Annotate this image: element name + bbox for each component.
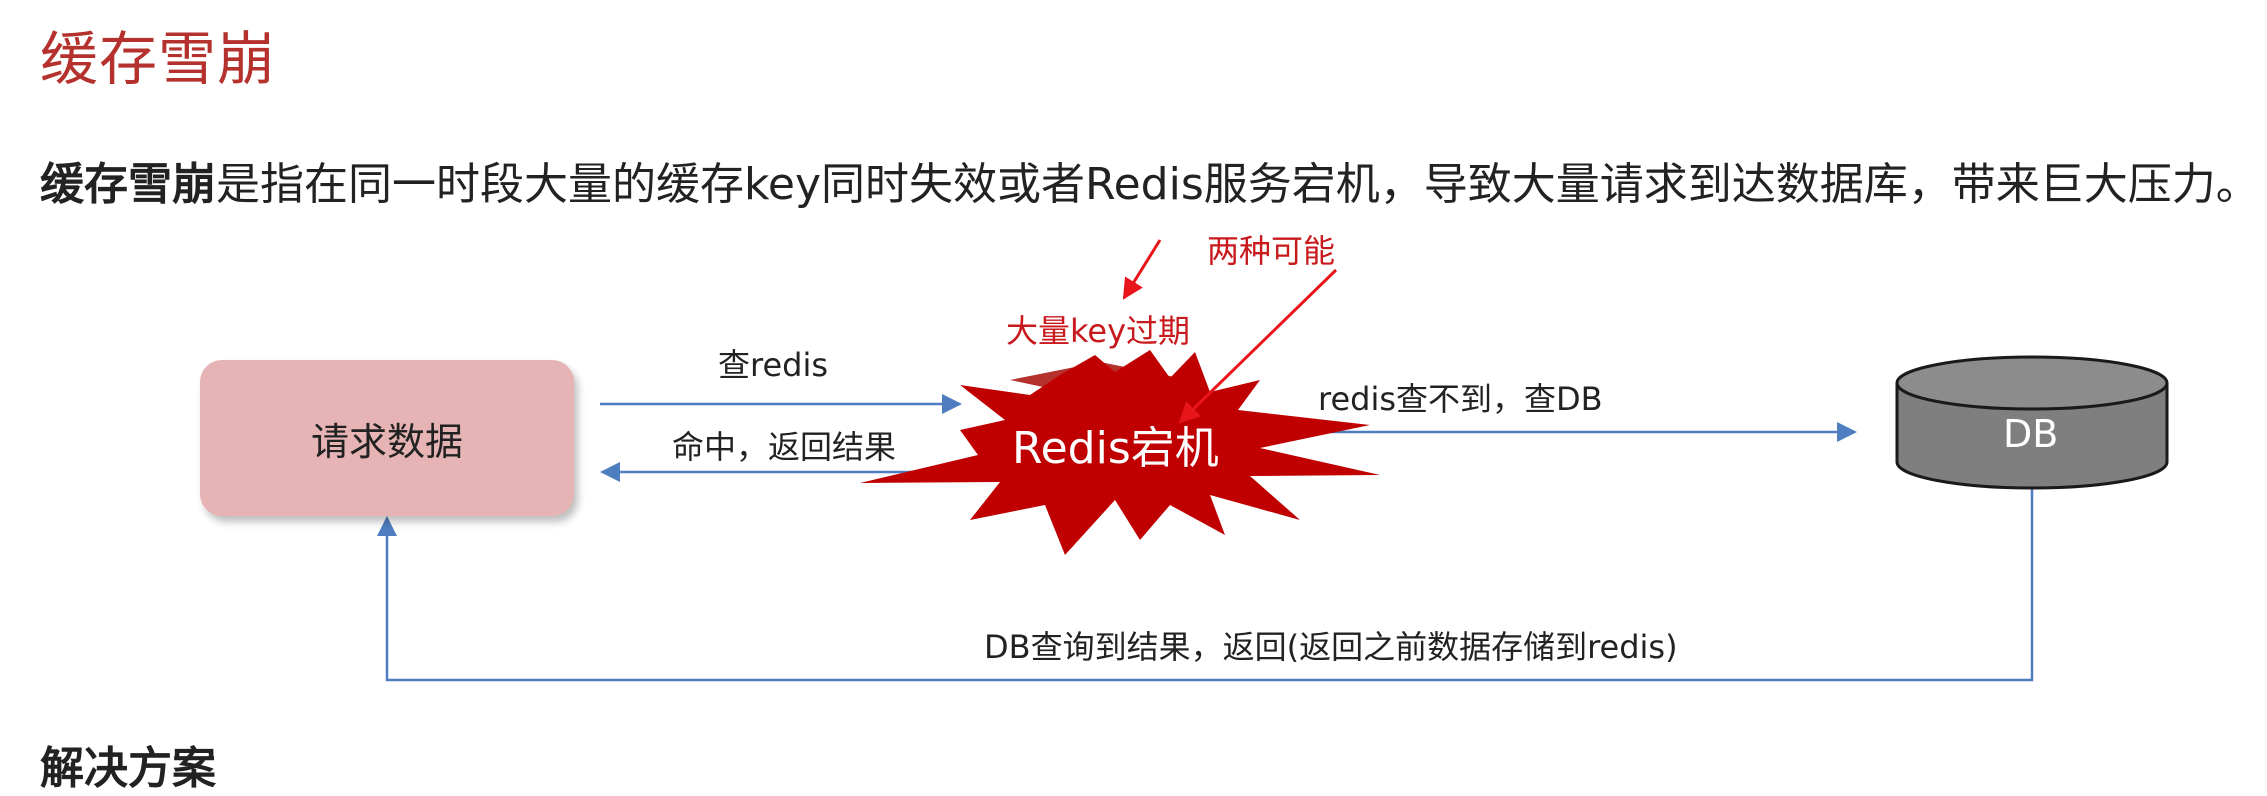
db-node-label: DB [2003, 412, 2059, 456]
edge-label-query-redis: 查redis [718, 346, 829, 384]
definition-text: 是指在同一时段大量的缓存key同时失效或者Redis服务宕机，导致大量请求到达数… [216, 159, 2260, 210]
annotation-key-expire: 大量key过期 [1006, 312, 1191, 350]
edge-label-hit-return: 命中，返回结果 [672, 428, 897, 466]
edge-label-db-return: DB查询到结果，返回(返回之前数据存储到redis) [984, 628, 1678, 666]
definition-paragraph: 缓存雪崩是指在同一时段大量的缓存key同时失效或者Redis服务宕机，导致大量请… [40, 148, 2260, 212]
page-title: 缓存雪崩 [40, 25, 277, 93]
request-data-box: 请求数据 [200, 360, 574, 516]
next-section-heading: 解决方案 [40, 743, 216, 794]
annotation-arrow-redis-down [1178, 268, 1338, 424]
annotation-two-cases: 两种可能 [1207, 232, 1336, 270]
redis-node-label: Redis宕机 [1012, 423, 1219, 474]
arrow-db-return [377, 488, 2034, 682]
edge-label-miss-query-db: redis查不到，查DB [1318, 380, 1603, 418]
redis-burst-shape [860, 350, 1380, 555]
definition-term: 缓存雪崩 [40, 159, 216, 210]
flow-diagram [377, 239, 2169, 682]
db-cylinder [1895, 355, 2169, 490]
annotation-arrow-key-expire [1122, 239, 1162, 300]
